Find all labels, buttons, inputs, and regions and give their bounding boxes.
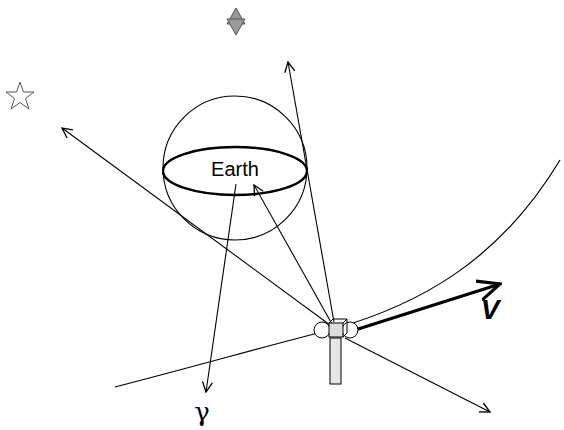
star-direction-arrow [288, 62, 334, 322]
earth-direction-arrow [254, 185, 332, 324]
star-direction-arrow [62, 128, 330, 325]
velocity-arrow [355, 284, 500, 330]
nadir-arrow [345, 338, 490, 412]
velocity-label: V [481, 296, 500, 324]
orbit-path [115, 160, 560, 387]
earth-label: Earth [211, 159, 259, 179]
gamma-label: γ [194, 399, 210, 425]
filled-star [227, 8, 245, 35]
satellite-icon [314, 319, 358, 384]
gamma-arrow [206, 184, 236, 392]
earth-sphere: Earth [162, 95, 308, 241]
outline-star [6, 82, 34, 109]
